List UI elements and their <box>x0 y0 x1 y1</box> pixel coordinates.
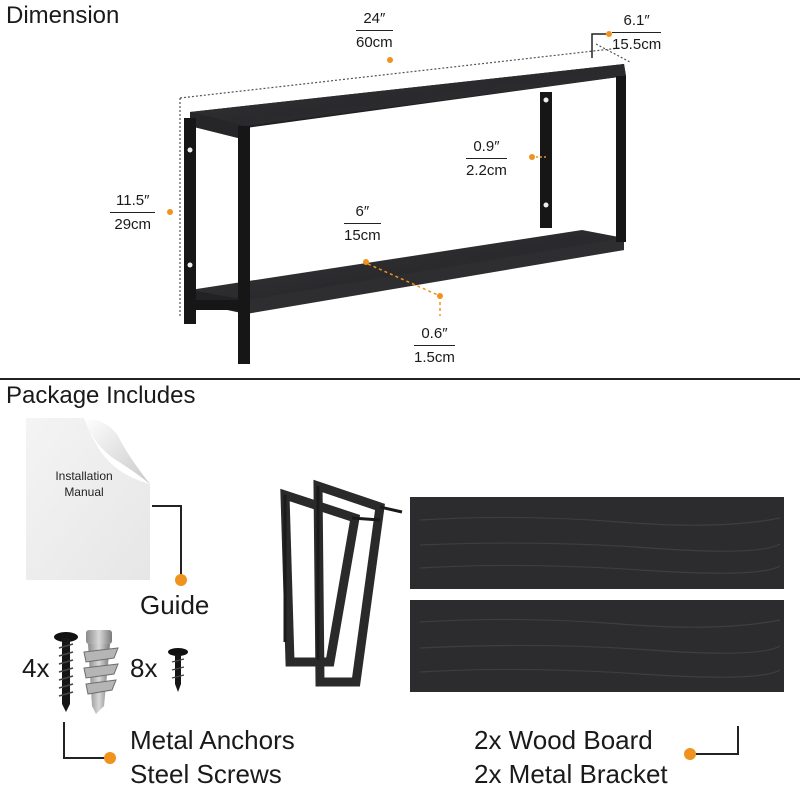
wood-board-label: 2x Wood Board <box>474 725 653 755</box>
package-heading: Package Includes <box>6 382 196 409</box>
board-depth-label: 6″ 15cm <box>344 203 381 244</box>
metal-bracket-pair-icon <box>280 479 385 687</box>
bracket-flanges <box>283 486 403 660</box>
manual-text: Installation Manual <box>55 469 113 499</box>
shelf-top-board <box>190 64 626 140</box>
manual-illustration <box>26 418 150 580</box>
dimension-heading: Dimension <box>6 2 120 29</box>
shelf-brackets <box>184 76 626 364</box>
depth-guide <box>367 263 441 316</box>
anchors-quantity: 4x <box>22 653 50 683</box>
dimension-guides <box>179 43 631 316</box>
width-label: 24″ 60cm <box>356 10 393 51</box>
dimension-markers <box>167 31 612 299</box>
short-screw-icon <box>168 648 188 692</box>
depth-label: 6.1″ 15.5cm <box>612 12 662 53</box>
thickness-label: 0.6″ 1.5cm <box>414 325 455 366</box>
long-screw-icon <box>54 632 78 712</box>
guide-label: Guide <box>140 590 210 620</box>
height-label: 11.5″ 29cm <box>110 192 156 234</box>
wood-board-1 <box>410 497 784 589</box>
hardware-label-anchors: Metal Anchors <box>130 725 295 755</box>
section-divider <box>0 378 800 380</box>
hardware-label-screws: Steel Screws <box>130 759 282 789</box>
bracket-width-label: 0.9″ 2.2cm <box>466 138 507 179</box>
metal-bracket-label: 2x Metal Bracket <box>474 759 668 789</box>
screws-quantity: 8x <box>130 653 158 683</box>
wood-board-2 <box>410 600 784 692</box>
metal-anchor-icon <box>83 630 119 714</box>
shelf-bottom-board <box>190 230 624 314</box>
